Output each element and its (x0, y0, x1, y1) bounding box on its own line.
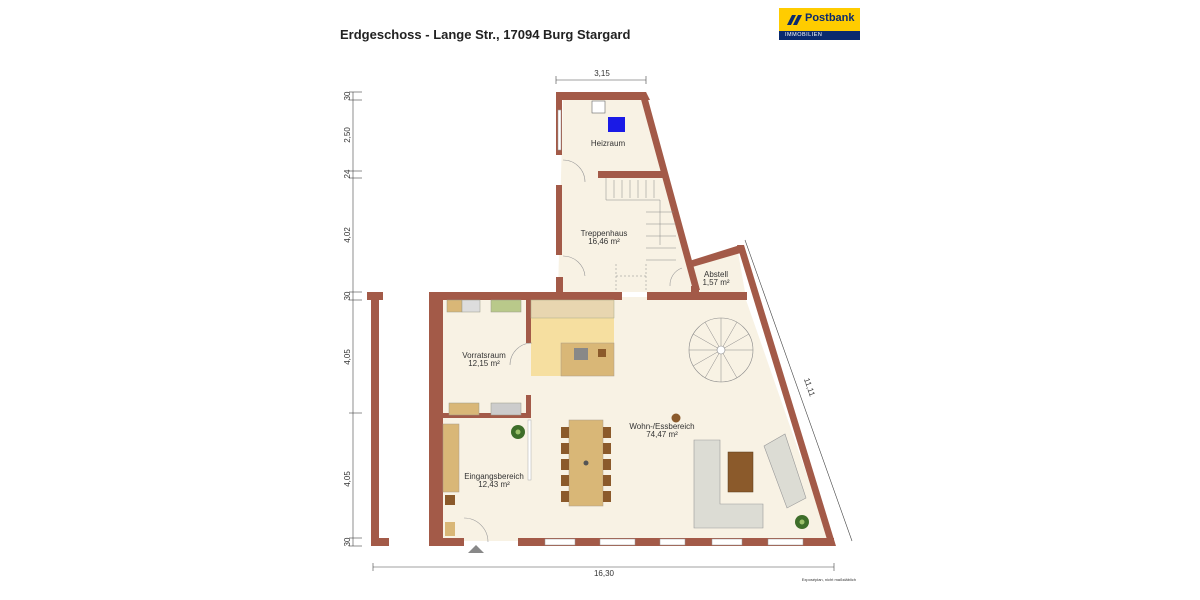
heating-tank (608, 117, 625, 132)
boiler-unit (591, 100, 606, 114)
plan-note: Exposéplan, nicht maßstäblich (802, 577, 856, 582)
staircase (605, 178, 676, 290)
pantry-shelves (446, 299, 522, 416)
kitchen-counter (530, 299, 615, 377)
windows (544, 109, 804, 546)
dimension-left: 4,05 (343, 349, 352, 365)
room-area: 1,57 m² (702, 278, 729, 287)
coat-hanger (445, 495, 455, 505)
page-title: Erdgeschoss - Lange Str., 17094 Burg Sta… (340, 27, 631, 42)
room-name: Abstell (704, 270, 728, 279)
dimension-left: 4,05 (343, 471, 352, 487)
room-name: Wohn-/Essbereich (629, 422, 694, 431)
dimension-diagonal: 11,11 (802, 377, 817, 398)
postbank-logo-icon (787, 15, 802, 25)
dimension-lines (349, 76, 853, 571)
dimension-top: 3,15 (594, 69, 610, 78)
room-area: 16,46 m² (588, 237, 620, 246)
sofa (693, 433, 807, 529)
plant-icon (795, 515, 809, 529)
plant-icon (511, 425, 525, 439)
logo-brand: Postbank (805, 12, 855, 24)
coffee-table (727, 451, 754, 493)
dimension-left: 30 (343, 291, 352, 300)
room-area: 12,43 m² (478, 480, 510, 489)
shoe-cabinet (445, 522, 455, 536)
room-name: Eingangsbereich (464, 472, 524, 481)
dining-table (561, 419, 611, 507)
logo-subtitle: IMMOBILIEN (785, 32, 823, 38)
entrance-arrow-icon (468, 545, 484, 553)
room-name: Vorratsraum (462, 351, 506, 360)
floor-upper (558, 99, 696, 292)
room-area: 12,15 m² (468, 359, 500, 368)
sliding-door (527, 419, 532, 481)
dimension-left: 2,50 (343, 127, 352, 143)
dimension-left: 4,02 (343, 227, 352, 243)
postbank-logo: Postbank IMMOBILIEN (779, 8, 860, 40)
dimension-left: 24 (343, 169, 352, 178)
room-name: Treppenhaus (581, 229, 628, 238)
spiral-staircase (688, 317, 754, 383)
door-swings (463, 159, 683, 543)
lamp (671, 413, 681, 423)
dimension-left: 30 (343, 91, 352, 100)
dimension-left: 30 (343, 537, 352, 546)
room-name: Heizraum (591, 139, 626, 148)
entrance-cabinet (442, 423, 460, 493)
room-area: 74,47 m² (646, 430, 678, 439)
dimension-bottom: 16,30 (594, 569, 615, 578)
